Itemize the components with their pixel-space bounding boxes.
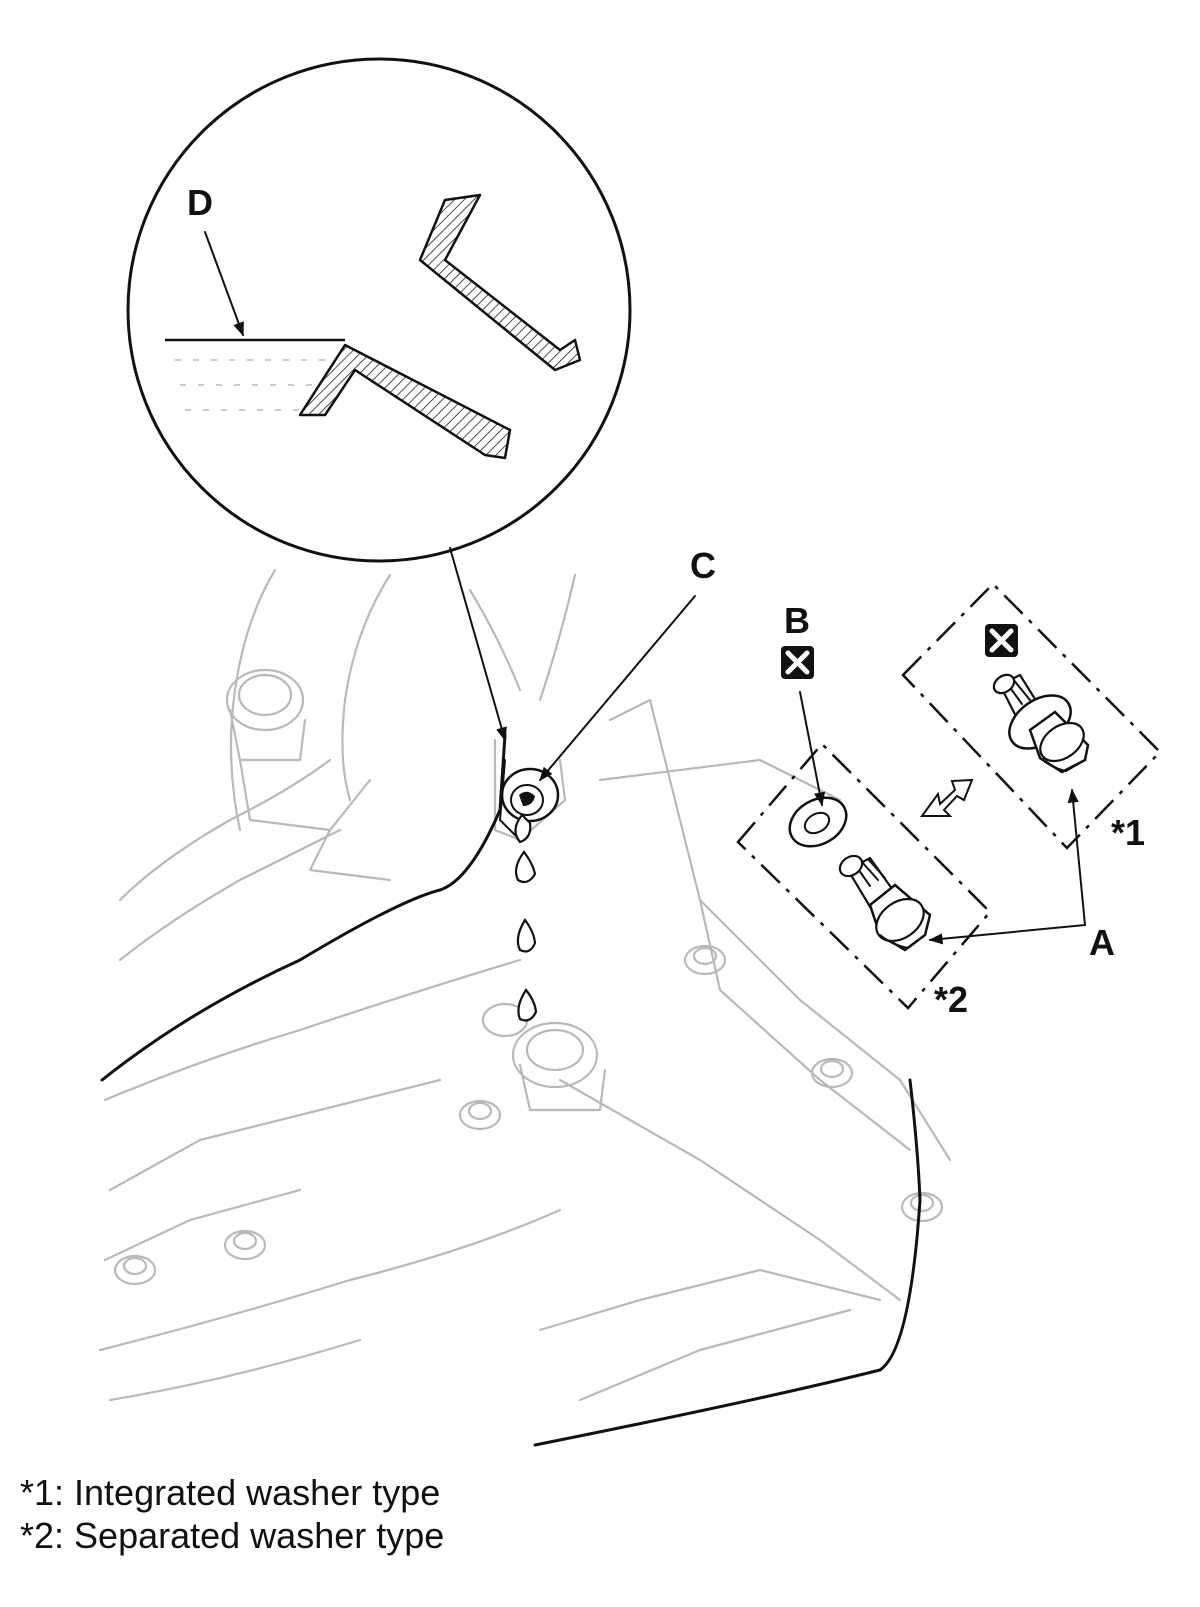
housing-outline-lower [533,1078,922,1447]
housing-outline-upper [100,733,507,1082]
drain-bolt-separate [838,854,932,952]
fluid-drips [514,813,538,1022]
note-marker-2: *2 [934,979,968,1020]
callout-d: D [187,182,213,223]
legend-line-1: *1: Integrated washer type [20,1472,440,1513]
callout-b: B [784,600,810,641]
check-hole [499,759,560,841]
callout-c: C [690,545,716,586]
integrated-washer-group [901,582,1162,850]
callout-b-leader [799,691,826,807]
callout-a: A [1089,922,1115,963]
sealing-washer-separate [788,796,848,848]
exchange-arrow-icon [920,778,974,817]
callout-d-leader [204,231,244,337]
callout-a-leader-2 [928,924,1086,945]
replace-part-icon [781,646,814,679]
separated-washer-group [736,742,992,1010]
callout-c-leader [539,595,696,782]
callout-a-leader-1 [1067,788,1086,926]
replace-part-icon-integrated [985,624,1018,657]
transmission-housing [98,568,952,1402]
legend-line-2: *2: Separated washer type [20,1515,444,1556]
detail-magnifier [126,57,632,742]
drain-bolt-integrated [992,673,1090,774]
note-marker-1: *1 [1111,812,1145,853]
